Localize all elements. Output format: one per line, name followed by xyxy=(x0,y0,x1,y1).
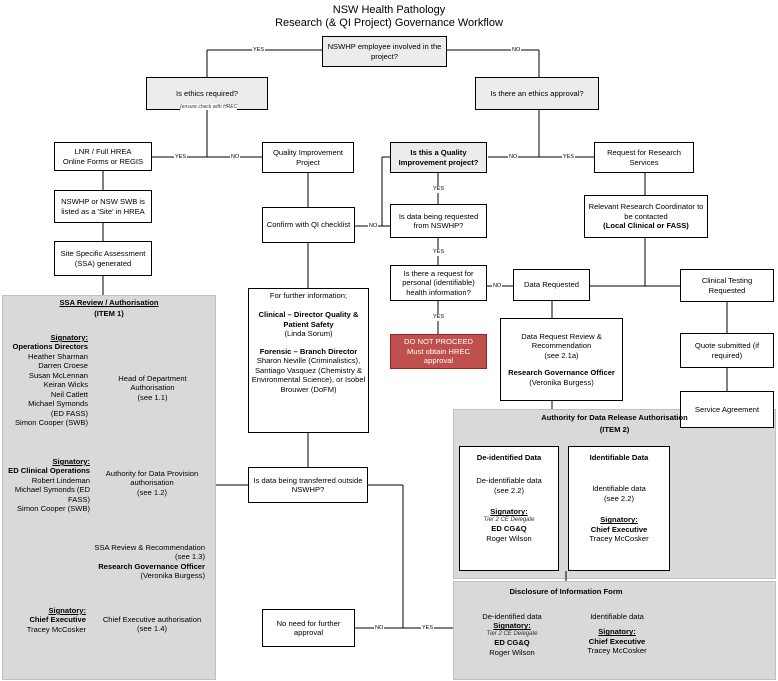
ssa-desc-1: Head of Department Authorisation (see 1.… xyxy=(118,374,187,402)
disclosure-deidentified: De-identified data Signatory: Tier 2 CE … xyxy=(482,612,542,657)
ssa-desc-3: Chief Executive authorisation (see 1.4) xyxy=(102,615,202,634)
disclosure-identifiable: Identifiable data Signatory: Chief Execu… xyxy=(587,612,647,656)
edge-label-no: NO xyxy=(492,283,503,290)
ssa-signatory-2: Signatory: ED Clinical Operations Robert… xyxy=(8,457,90,514)
edge-label-no: NO xyxy=(368,223,379,230)
edge-label-yes: YES xyxy=(252,47,266,54)
quote-box: Quote submitted (if required) xyxy=(680,333,774,368)
edge-label-no: NO xyxy=(374,625,385,632)
ssa-review-recommendation: SSA Review & Recommendation (see 1.3) Re… xyxy=(94,543,205,581)
data-review-box: Data Request Review & Recommendation (se… xyxy=(500,318,623,401)
diagram-title-line1: NSW Health Pathology xyxy=(332,4,446,16)
edge-label-yes: YES xyxy=(421,625,435,632)
employee-decision: NSWHP employee involved in the project? xyxy=(322,36,447,67)
ssa-generated-box: Site Specific Assessment (SSA) generated xyxy=(54,241,152,276)
edge-label-yes: YES xyxy=(432,186,446,193)
personal-info-decision: Is there a request for personal (identif… xyxy=(390,265,487,301)
site-listed-box: NSWHP or NSW SWB is listed as a 'Site' i… xyxy=(54,190,152,223)
data-nswhp-decision: Is data being requested from NSWHP? xyxy=(390,204,487,238)
clinical-testing-box: Clinical Testing Requested xyxy=(680,269,774,302)
ssa-panel xyxy=(2,295,216,680)
confirm-qi-box: Confirm with QI checklist xyxy=(262,207,355,243)
edge-label-yes: YES xyxy=(432,249,446,256)
ethics-approval-decision: Is there an ethics approval? xyxy=(475,77,599,110)
disclosure-panel xyxy=(453,581,776,680)
release-panel-title: Authority for Data Release Authorisation xyxy=(541,413,688,422)
release-panel-subtitle: (ITEM 2) xyxy=(599,425,630,434)
ssa-panel-subtitle: (ITEM 1) xyxy=(94,309,124,318)
edge-label-yes: YES xyxy=(432,314,446,321)
ssa-panel-title: SSA Review / Authorisation xyxy=(59,298,159,307)
data-requested-box: Data Requested xyxy=(513,269,590,301)
no-further-approval-box: No need for further approval xyxy=(262,609,355,647)
edge-label-no: NO xyxy=(511,47,522,54)
edge-label-no: NO xyxy=(230,154,241,161)
qi-project-box: Quality Improvement Project xyxy=(262,142,354,173)
research-coordinator-box: Relevant Research Coordinator to be cont… xyxy=(584,195,708,238)
ssa-signatory-3: Signatory: Chief Executive Tracey McCosk… xyxy=(26,606,86,634)
further-info-box: For further information; Clinical – Dire… xyxy=(248,288,369,433)
ensure-check-note: (ensure check with HREC xyxy=(180,104,238,111)
edge-label-yes: YES xyxy=(562,154,576,161)
deidentified-data-box: De-identified Data De-identifiable data … xyxy=(459,446,559,571)
request-services-box: Request for Research Services xyxy=(594,142,694,173)
ssa-desc-2: Authority for Data Provision authorisati… xyxy=(105,469,199,497)
service-agreement-box: Service Agreement xyxy=(680,391,774,428)
identifiable-data-box: Identifiable Data Identifiable data (see… xyxy=(568,446,670,571)
disclosure-panel-title: Disclosure of Information Form xyxy=(509,587,623,596)
is-qi-decision: Is this a Quality Improvement project? xyxy=(390,142,487,173)
edge-label-yes: YES xyxy=(174,154,188,161)
transfer-outside-decision: Is data being transferred outside NSWHP? xyxy=(248,467,368,503)
diagram-title-line2: Research (& QI Project) Governance Workf… xyxy=(275,17,503,29)
ssa-signatory-1: Signatory: Operations Directors Heather … xyxy=(12,333,88,428)
edge-label-no: NO xyxy=(508,154,519,161)
